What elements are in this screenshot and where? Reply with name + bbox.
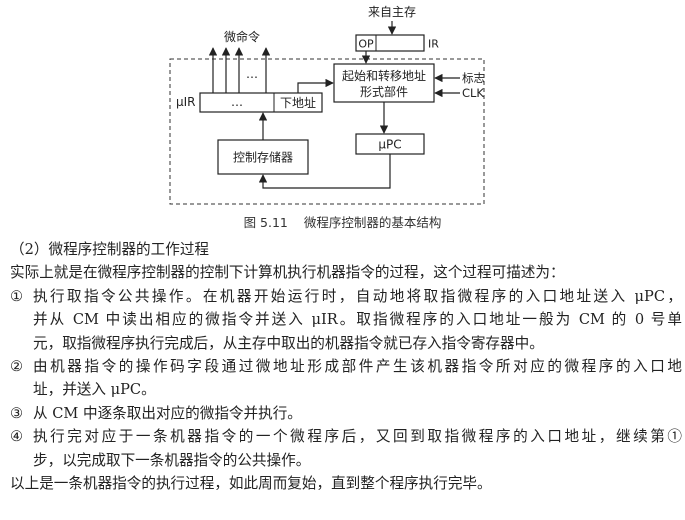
op-field-label: OP [358, 38, 374, 51]
step-4-line-1: 执行完对应于一条机器指令的一个微程序后，又回到取指微程序的入口地址，继续第① [33, 428, 682, 446]
body-text: （2）微程序控制器的工作过程 实际上就是在微程序控制器的控制下计算机执行机器指令… [10, 238, 682, 495]
micro-command-label: 微命令 [224, 29, 260, 44]
address-unit-line1: 起始和转移地址 [342, 68, 426, 83]
ir-label: IR [428, 38, 439, 51]
micro-command-ellipsis: … [246, 67, 258, 81]
from-main-memory-label: 来自主存 [368, 5, 416, 19]
step-4-number: ④ [10, 428, 24, 446]
step-3-line-1: 从 CM 中逐条取出对应的微指令并执行。 [33, 404, 302, 422]
step-2-line-2: 址，并送入 μPC。 [33, 381, 156, 399]
controller-boundary [169, 58, 485, 205]
step-4-line-2: 步，以完成取下一条机器指令的公共操作。 [33, 451, 311, 469]
microprogram-controller-diagram: 来自主存 OP IR 起始和转移地址 形式部件 标志 CLK μPC 控制存储器… [169, 5, 485, 205]
mu-ir-label: μIR [176, 95, 196, 109]
ir-register [355, 34, 425, 52]
next-address-label: 下地址 [280, 96, 316, 110]
clk-label: CLK [462, 86, 484, 100]
step-3-number: ③ [10, 404, 24, 422]
step-2-line-1: 由机器指令的操作码字段通过微地址形成部件产生该机器指令所对应的微程序的入口地 [33, 357, 682, 375]
mu-pc-label: μPC [378, 138, 401, 152]
upc-to-control-store-path [258, 154, 391, 189]
step-1-number: ① [10, 287, 24, 305]
mu-ir-ellipsis: … [231, 95, 243, 109]
step-1: ① 执行取指令公共操作。在机器开始运行时，自动地将取指微程序的入口地址送入 μP… [10, 285, 682, 355]
mu-ir-register [199, 92, 323, 113]
control-store-label: 控制存储器 [233, 150, 293, 165]
step-3: ③ 从 CM 中逐条取出对应的微指令并执行。 [10, 402, 682, 425]
outro-paragraph: 以上是一条机器指令的执行过程，如此周而复始，直到整个程序执行完毕。 [10, 474, 492, 492]
step-1-line-2: 并从 CM 中读出相应的微指令并送入 μIR。取指微程序的入口地址一般为 CM … [33, 311, 682, 329]
flag-label: 标志 [462, 71, 485, 85]
step-2: ② 由机器指令的操作码字段通过微地址形成部件产生该机器指令所对应的微程序的入口地… [10, 355, 682, 402]
control-store [217, 139, 309, 175]
next-address-to-address-unit-path [297, 78, 334, 93]
step-2-number: ② [10, 357, 24, 375]
address-unit-line2: 形式部件 [360, 84, 408, 99]
intro-paragraph: 实际上就是在微程序控制器的控制下计算机执行机器指令的过程，这个过程可描述为： [10, 264, 565, 282]
figure-number: 图 5.11 [243, 215, 288, 230]
step-4: ④ 执行完对应于一条机器指令的一个微程序后，又回到取指微程序的入口地址，继续第①… [10, 425, 682, 472]
step-1-line-1: 执行取指令公共操作。在机器开始运行时，自动地将取指微程序的入口地址送入 μPC， [33, 287, 682, 305]
section-heading: （2）微程序控制器的工作过程 [10, 241, 210, 258]
step-1-line-3: 元，取指微程序执行完成后，从主存中取出的机器指令就已存入指令寄存器中。 [33, 334, 544, 352]
figure-caption: 图 5.11 微程序控制器的基本结构 [0, 212, 685, 231]
figure-title: 微程序控制器的基本结构 [303, 215, 442, 230]
